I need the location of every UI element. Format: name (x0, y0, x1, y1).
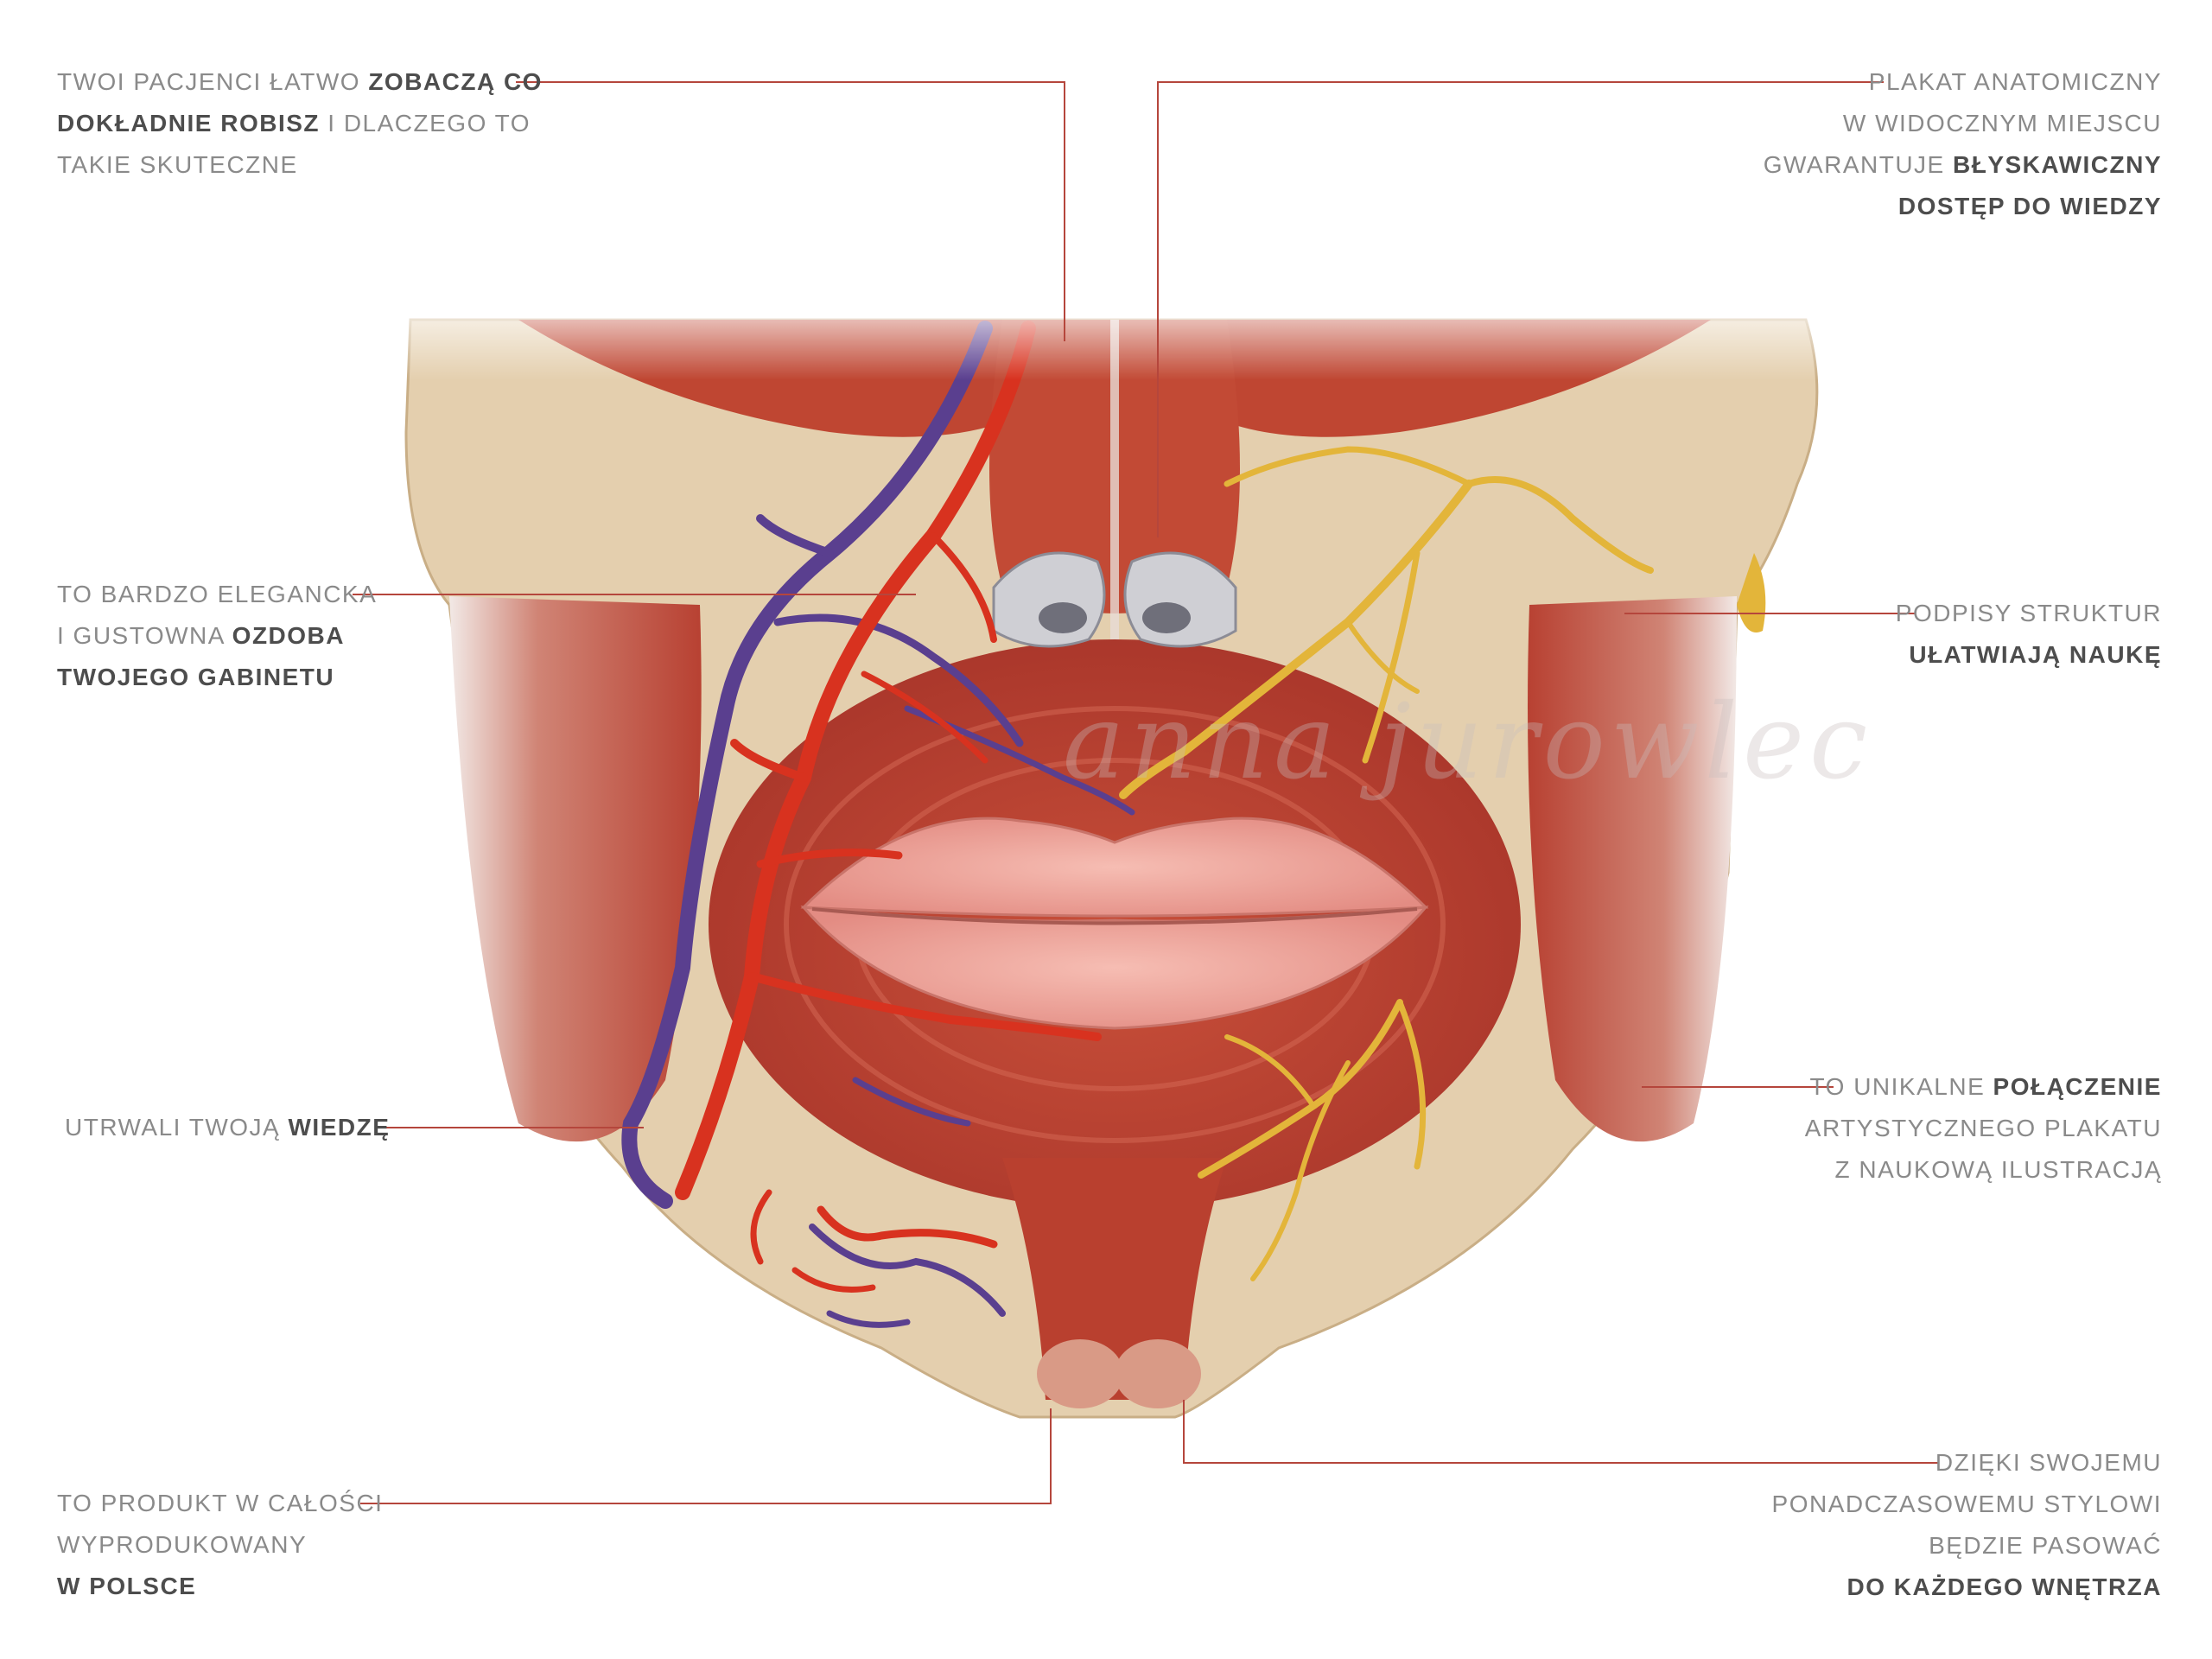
callout-text: Z NAUKOWĄ ILUSTRACJĄ (1834, 1156, 2162, 1183)
callout-line: I GUSTOWNA OZDOBA (57, 615, 377, 657)
callout-text: UTRWALI TWOJĄ (65, 1114, 289, 1141)
callout-emphasis: WIEDZĘ (288, 1114, 391, 1141)
callout-emphasis: DOKŁADNIE ROBISZ (57, 110, 320, 137)
arteries (675, 321, 1102, 1293)
callout-emphasis: ZOBACZĄ CO (368, 68, 543, 95)
callout-lower-left: UTRWALI TWOJĄ WIEDZĘ (65, 1107, 390, 1148)
callout-mid-right: PODPISY STRUKTUR UŁATWIAJĄ NAUKĘ (1896, 593, 2162, 676)
masseter-left (449, 596, 702, 1142)
callout-line: DZIĘKI SWOJEMU (1772, 1442, 2162, 1484)
leader-top-left (516, 81, 1065, 341)
callout-emphasis: POŁĄCZENIE (1993, 1073, 2162, 1100)
mentalis-muscles (1002, 1158, 1227, 1400)
callout-text: ARTYSTYCZNEGO PLAKATU (1804, 1115, 2162, 1141)
callout-line: PONADCZASOWEMU STYLOWI (1772, 1484, 2162, 1525)
callout-text: TAKIE SKUTECZNE (57, 151, 298, 178)
masseter-right (1528, 596, 1737, 1142)
callout-emphasis: DO KAŻDEGO WNĘTRZA (1847, 1573, 2162, 1600)
callout-text: PLAKAT ANATOMICZNY (1868, 68, 2162, 95)
callout-line: DOKŁADNIE ROBISZ I DLACZEGO TO (57, 103, 543, 144)
callout-line: TWOI PACJENCI ŁATWO ZOBACZĄ CO (57, 61, 543, 103)
callout-line: PLAKAT ANATOMICZNY (1764, 61, 2162, 103)
callout-text: I DLACZEGO TO (320, 110, 531, 137)
callout-emphasis: DOSTĘP DO WIEDZY (1897, 193, 2162, 219)
nerves (1119, 446, 1654, 1281)
callout-text: PODPISY STRUKTUR (1895, 600, 2162, 626)
leader-lines (353, 81, 1938, 1504)
callout-emphasis: UŁATWIAJĄ NAUKĘ (1909, 641, 2162, 668)
callout-line: WYPRODUKOWANY (57, 1524, 383, 1566)
callout-text: I GUSTOWNA (57, 622, 232, 649)
veins (621, 321, 1135, 1328)
callout-lower-right: TO UNIKALNE POŁĄCZENIE ARTYSTYCZNEGO PLAK… (1805, 1066, 2162, 1191)
callout-line: DO KAŻDEGO WNĘTRZA (1772, 1567, 2162, 1608)
callout-text: PONADCZASOWEMU STYLOWI (1771, 1491, 2162, 1517)
watermark: anna jurowlec (1063, 683, 1873, 803)
callout-emphasis: W POLSCE (57, 1573, 197, 1599)
callout-bottom-left: TO PRODUKT W CAŁOŚCI WYPRODUKOWANY W POLSC… (57, 1483, 383, 1607)
callout-text: WYPRODUKOWANY (57, 1531, 308, 1558)
callout-line: TO UNIKALNE POŁĄCZENIE (1805, 1066, 2162, 1108)
callout-text: DZIĘKI SWOJEMU (1935, 1449, 2162, 1476)
callout-line: ARTYSTYCZNEGO PLAKATU (1805, 1108, 2162, 1149)
callout-bottom-right: DZIĘKI SWOJEMU PONADCZASOWEMU STYLOWI BĘDZ… (1772, 1442, 2162, 1608)
callout-line: W POLSCE (57, 1566, 383, 1607)
callout-text: TO UNIKALNE (1809, 1073, 1993, 1100)
callout-line: W WIDOCZNYM MIEJSCU (1764, 103, 2162, 144)
callout-emphasis: TWOJEGO GABINETU (57, 664, 335, 690)
callout-text: W WIDOCZNYM MIEJSCU (1842, 110, 2162, 137)
callout-line: UŁATWIAJĄ NAUKĘ (1896, 634, 2162, 676)
lips (800, 817, 1429, 1030)
callout-text: TO BARDZO ELEGANCKA (57, 581, 378, 607)
callout-line: TO PRODUKT W CAŁOŚCI (57, 1483, 383, 1524)
nostrils (992, 551, 1237, 648)
callout-line: BĘDZIE PASOWAĆ (1772, 1525, 2162, 1567)
callout-emphasis: OZDOBA (232, 622, 345, 649)
callout-line: PODPISY STRUKTUR (1896, 593, 2162, 634)
callout-line: UTRWALI TWOJĄ WIEDZĘ (65, 1107, 390, 1148)
callout-line: Z NAUKOWĄ ILUSTRACJĄ (1805, 1149, 2162, 1191)
callout-line: DOSTĘP DO WIEDZY (1764, 186, 2162, 227)
callout-mid-left: TO BARDZO ELEGANCKA I GUSTOWNA OZDOBA TWOJ… (57, 574, 377, 698)
callout-line: TWOJEGO GABINETU (57, 657, 377, 698)
callout-emphasis: BŁYSKAWICZNY (1953, 151, 2162, 178)
callout-top-right: PLAKAT ANATOMICZNY W WIDOCZNYM MIEJSCU GWA… (1764, 61, 2162, 227)
callout-text: GWARANTUJE (1763, 151, 1953, 178)
callout-line: TAKIE SKUTECZNE (57, 144, 543, 186)
leader-bottom-right (1183, 1400, 1938, 1464)
leader-top-right (1157, 81, 1884, 537)
callout-line: TO BARDZO ELEGANCKA (57, 574, 377, 615)
leader-bottom-left (360, 1408, 1052, 1504)
callout-text: BĘDZIE PASOWAĆ (1929, 1532, 2162, 1559)
callout-text: TO PRODUKT W CAŁOŚCI (57, 1490, 384, 1516)
callout-line: GWARANTUJE BŁYSKAWICZNY (1764, 144, 2162, 186)
callout-text: TWOI PACJENCI ŁATWO (57, 68, 369, 95)
